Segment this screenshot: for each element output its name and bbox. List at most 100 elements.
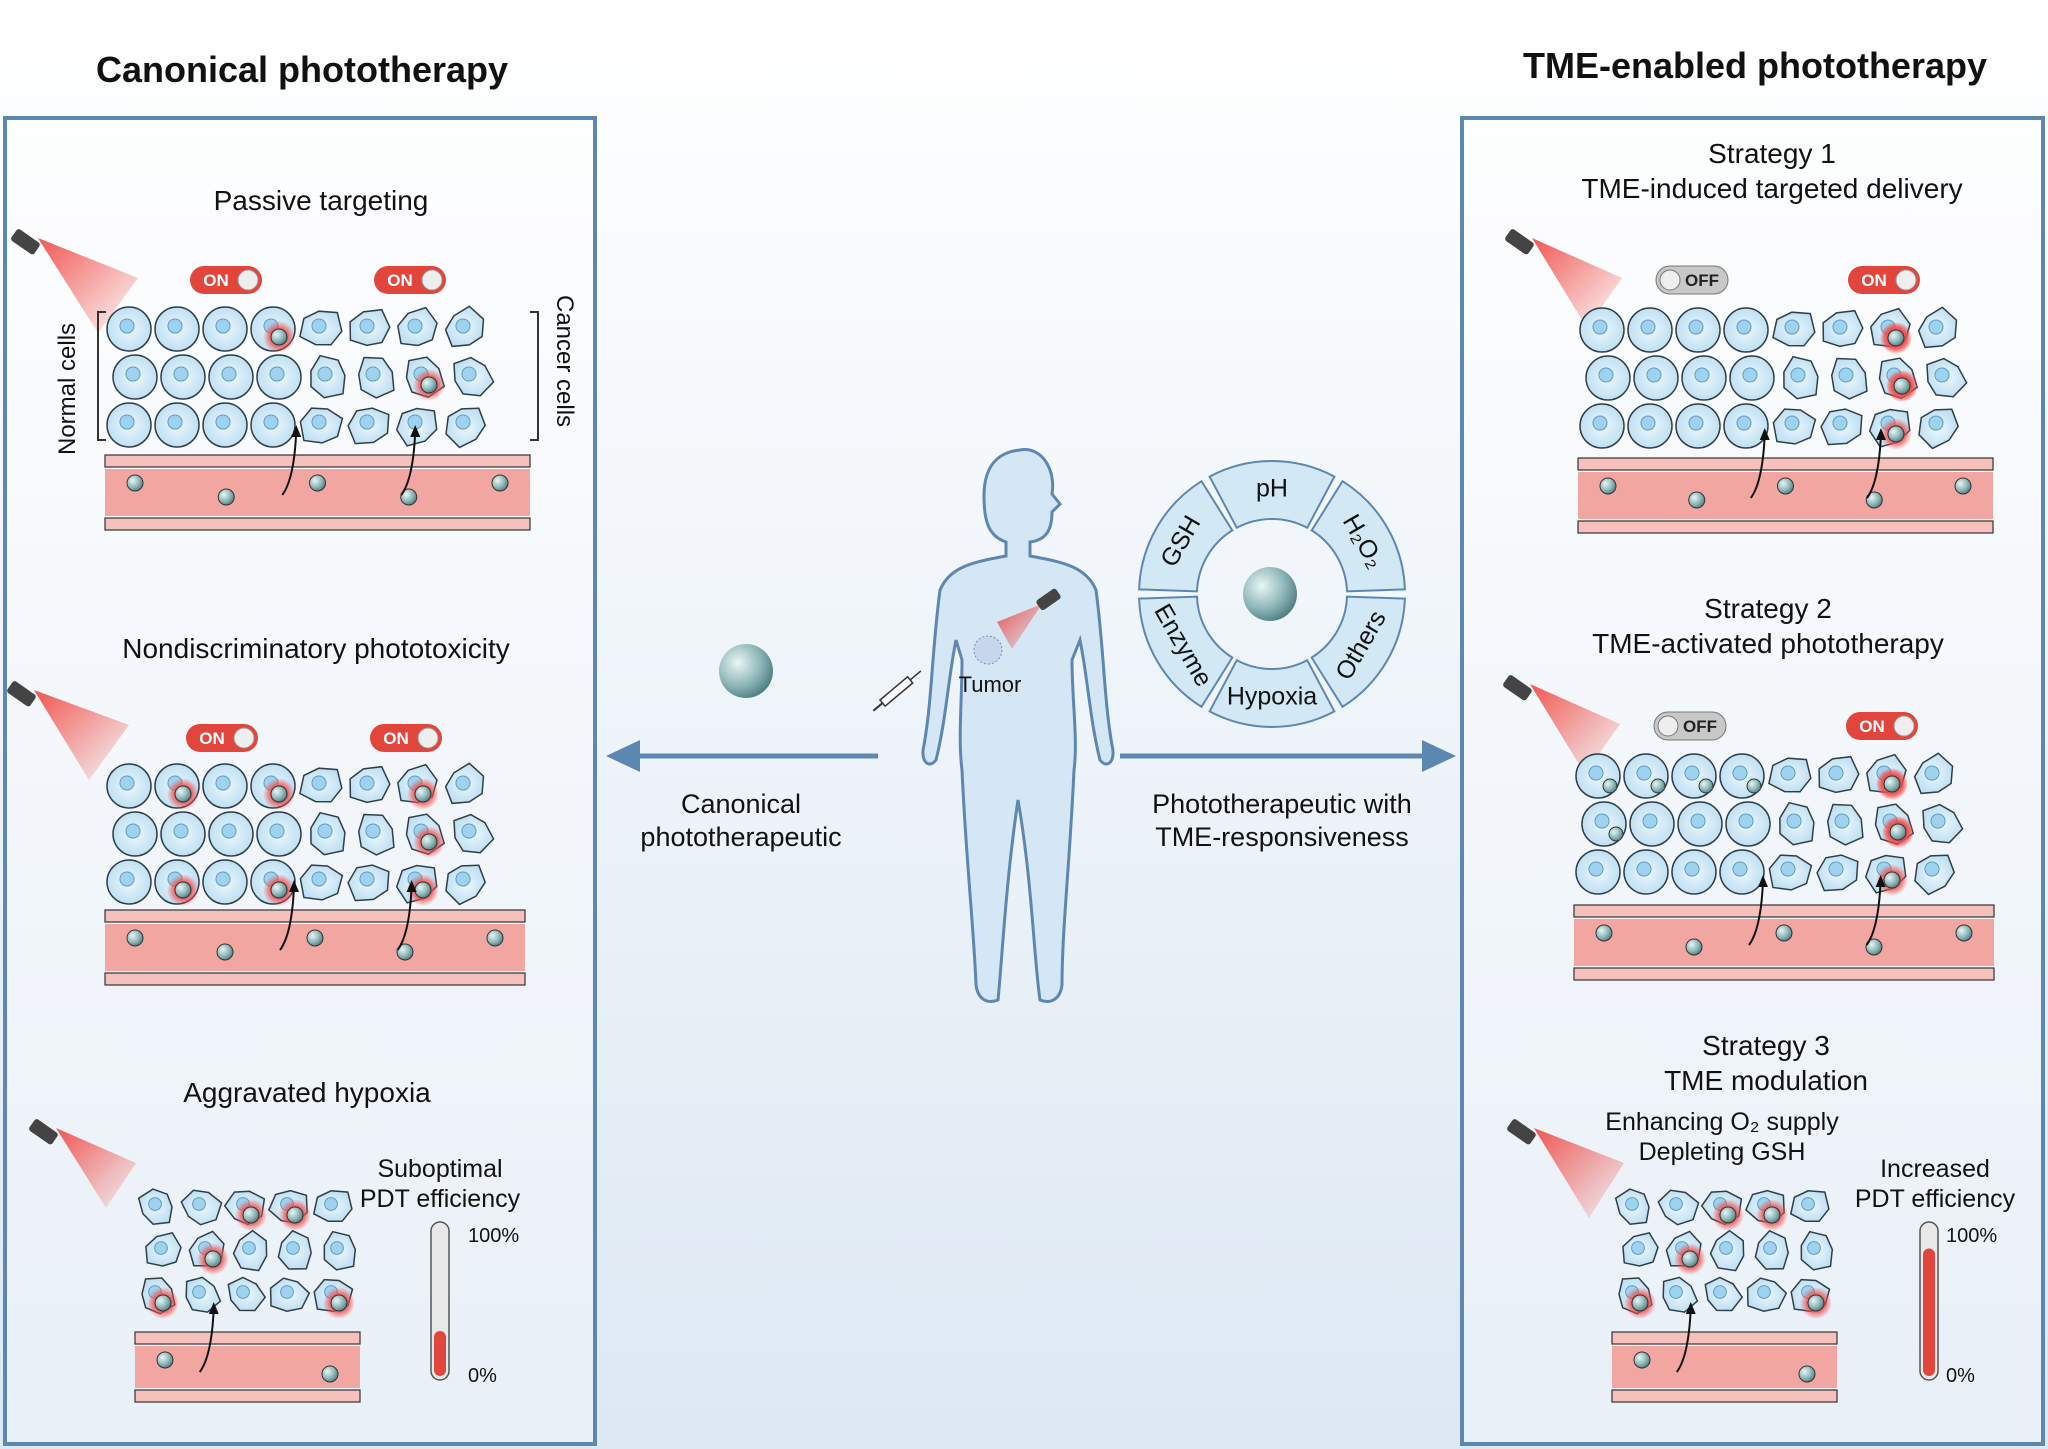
- strategy1-title: Strategy 1: [1708, 138, 1836, 169]
- cell-nucleus: [1592, 319, 1608, 335]
- cell-nucleus: [324, 1197, 338, 1211]
- extravasation-arrow: [1865, 880, 1882, 946]
- cell-nucleus: [1713, 1285, 1727, 1299]
- efficiency-label: Suboptimal: [377, 1155, 502, 1183]
- passive-targeting-section: Passive targeting ON ON Normal cells Can…: [11, 185, 578, 531]
- cell-nucleus: [119, 414, 135, 430]
- cell-nucleus: [1738, 813, 1754, 829]
- nanoparticle: [414, 881, 432, 899]
- extravasation-arrow: [279, 885, 295, 951]
- switch-on: ON: [186, 724, 258, 752]
- cell-nucleus: [1807, 1241, 1821, 1255]
- gauge-min: 0%: [1946, 1365, 1975, 1387]
- nanoparticle: [309, 474, 326, 492]
- cell-nucleus: [330, 1241, 344, 1255]
- cell-nucleus: [1636, 861, 1652, 877]
- nanoparticle: [414, 785, 432, 803]
- nanoparticle: [126, 929, 144, 947]
- vessel-wall: [104, 909, 526, 923]
- cell-nucleus: [154, 1241, 168, 1255]
- lamp-icon: [11, 229, 138, 333]
- lamp-icon: [1503, 675, 1620, 774]
- cell-nucleus: [1924, 765, 1940, 781]
- cell-nucleus: [1828, 765, 1844, 781]
- cell-nucleus: [215, 871, 231, 887]
- cell-nucleus: [1646, 367, 1662, 383]
- cell-nucleus: [242, 1241, 256, 1255]
- cell-nucleus: [1736, 415, 1752, 431]
- cell-nucleus: [221, 823, 237, 839]
- arrowhead: [291, 425, 302, 437]
- cell-nucleus: [215, 414, 231, 430]
- nanoparticle: [1631, 1294, 1649, 1312]
- nanoparticle: [330, 1294, 348, 1312]
- cell-nucleus: [1832, 319, 1848, 335]
- cell-nucleus: [1780, 861, 1796, 877]
- arrowhead: [1759, 428, 1770, 440]
- nanoparticle: [306, 929, 324, 947]
- cell-nucleus: [1640, 319, 1656, 335]
- cell-nucleus: [215, 318, 231, 334]
- ring-segment: [1310, 479, 1406, 593]
- cell-nucleus: [1763, 1241, 1777, 1255]
- bracket: [530, 311, 539, 441]
- cell-nucleus: [1736, 319, 1752, 335]
- vessel-wall: [1577, 457, 1994, 471]
- strategy2-subtitle: TME-activated phototherapy: [1592, 628, 1944, 659]
- cell-nucleus: [1669, 1197, 1683, 1211]
- nanoparticle: [286, 1206, 304, 1224]
- cell-nucleus: [148, 1197, 162, 1211]
- nanoparticle: [1595, 924, 1613, 942]
- nanoparticle: [491, 474, 509, 492]
- extravasation-arrow: [1675, 1307, 1692, 1373]
- nanoparticle: [216, 943, 234, 961]
- cell-nucleus: [173, 366, 189, 382]
- nanoparticle: [270, 881, 288, 899]
- strategy3-subtitle: TME modulation: [1664, 1065, 1868, 1096]
- tissue-block: [104, 762, 526, 986]
- nanoparticle: [174, 785, 192, 803]
- cell-nucleus: [317, 823, 333, 839]
- arrowhead: [1875, 428, 1886, 440]
- switch-on: ON: [374, 266, 446, 294]
- tumor-label: Tumor: [959, 672, 1022, 697]
- cell-nucleus: [1930, 813, 1946, 829]
- ring-segment: [1310, 595, 1406, 709]
- cell-nucleus: [311, 318, 327, 334]
- cell-nucleus: [119, 318, 135, 334]
- nanoparticle: [1807, 1294, 1825, 1312]
- nanoparticle: [1893, 377, 1911, 395]
- switch-on: ON: [1848, 266, 1920, 294]
- ring-segment: [1208, 460, 1336, 530]
- cell-nucleus: [125, 366, 141, 382]
- cell-nucleus: [1780, 765, 1796, 781]
- cell-nucleus: [1928, 319, 1944, 335]
- strategy3-note: Depleting GSH: [1639, 1138, 1806, 1166]
- cell-nucleus: [119, 871, 135, 887]
- vessel-wall: [1611, 1331, 1838, 1345]
- cell-nucleus: [1732, 861, 1748, 877]
- cell-nucleus: [311, 414, 327, 430]
- cell-nucleus: [359, 775, 375, 791]
- svg-text:ON: ON: [387, 271, 413, 290]
- efficiency-label: PDT efficiency: [360, 1185, 521, 1213]
- passive-title: Passive targeting: [214, 185, 429, 216]
- cell-nucleus: [215, 775, 231, 791]
- extravasation-arrow: [281, 430, 298, 496]
- cell-nucleus: [1592, 415, 1608, 431]
- cell-nucleus: [1790, 367, 1806, 383]
- nanoparticle: [1887, 425, 1905, 443]
- lamp-icon: [997, 588, 1061, 649]
- cell-nucleus: [359, 871, 375, 887]
- cell-nucleus: [1588, 861, 1604, 877]
- ring-segment: [1208, 658, 1336, 728]
- strategy3-note: Enhancing O₂ supply: [1605, 1108, 1839, 1136]
- cell-nucleus: [407, 318, 423, 334]
- cell-nucleus: [1934, 367, 1950, 383]
- nanoparticle: [1865, 491, 1883, 509]
- svg-text:OFF: OFF: [1685, 271, 1719, 290]
- cell-nucleus: [192, 1285, 206, 1299]
- gauge-max: 100%: [1946, 1225, 1997, 1247]
